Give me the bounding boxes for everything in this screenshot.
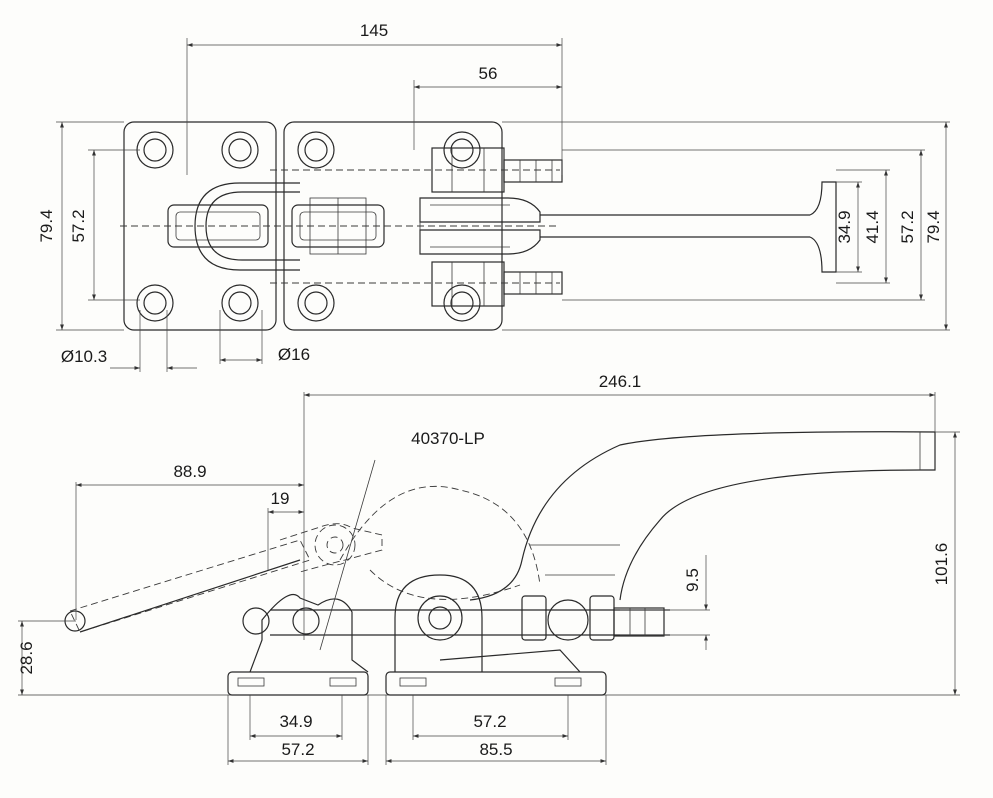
dim-hook-inner: 34.9 [835,210,854,243]
dim-width-inner-right: 57.2 [898,210,917,243]
dim-right-base-length: 85.5 [479,740,512,759]
dim-pivot-offset: 19 [271,489,290,508]
dim-hole-large: Ø16 [278,345,310,364]
dim-hook-outer: 41.4 [863,210,882,243]
right-base-plate [283,121,503,331]
dim-bolt-height: 9.5 [683,568,702,592]
hook-arm-bottom [419,229,541,255]
lever-arm [469,431,936,601]
dim-width-outer-left: 79.4 [37,209,56,242]
dim-width-outer-right: 79.4 [924,210,943,243]
nut-right [589,595,615,641]
left-bracket [249,593,369,673]
dim-height: 101.6 [932,543,951,586]
model-label: 40370-LP [411,429,485,448]
hook-arm-top [419,197,541,223]
mounting-holes-left [136,131,259,322]
threaded-end [613,607,665,637]
right-base-block [385,671,607,696]
nut-left [521,595,547,641]
side-view [18,392,960,765]
dim-right-hole-spacing: 57.2 [473,712,506,731]
dim-handle-reach: 88.9 [173,462,206,481]
dim-width-inner-left: 57.2 [69,209,88,242]
dimension-labels: 145 56 79.4 57.2 34.9 41.4 57.2 79.4 Ø10… [17,21,951,759]
dim-left-hole-spacing: 34.9 [279,712,312,731]
handle-open [69,539,311,633]
handle-loop [194,182,300,271]
right-body [394,574,483,672]
dim-hole-small: Ø10.3 [61,347,107,366]
dim-left-base-length: 57.2 [281,740,314,759]
dim-overall-length: 145 [360,21,388,40]
top-view [56,38,950,372]
dim-handle-offset: 56 [479,64,498,83]
dim-base-height: 28.6 [17,641,36,674]
mounting-holes-right [297,131,481,322]
side-view-dimensions [20,393,957,763]
left-base-block [227,671,369,696]
dim-total-length: 246.1 [599,372,642,391]
hook-end [809,181,837,273]
top-view-dimensions [60,43,948,370]
